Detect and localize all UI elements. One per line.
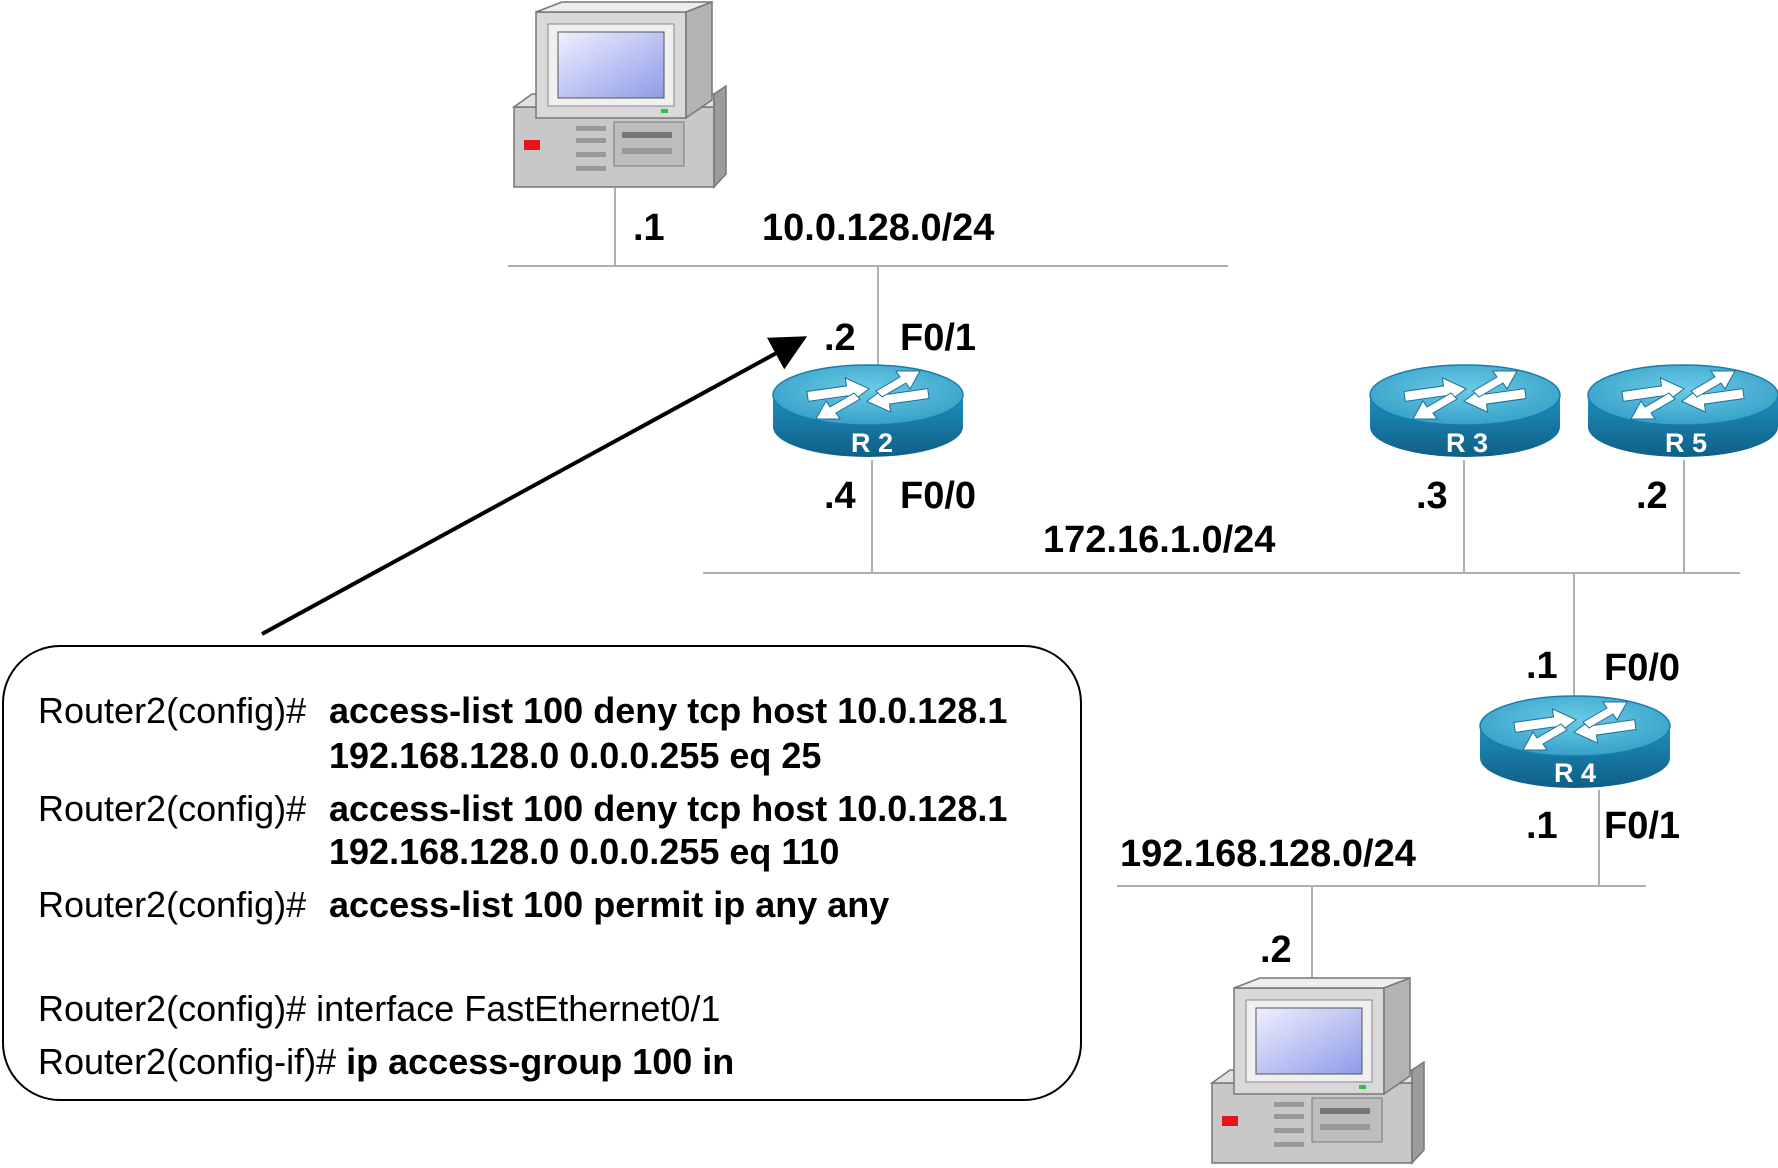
config-line-2: Router2(config)# access-list 100 deny tcp… [38, 791, 1007, 827]
config-command: access-list 100 deny tcp host 10.0.128.1 [329, 788, 1008, 829]
middle-network-label: 172.16.1.0/24 [1043, 519, 1275, 561]
router-r4-name: R 4 [1554, 758, 1596, 788]
config-line-5: Router2(config-if)# ip access-group 100 … [38, 1044, 734, 1080]
config-prompt: Router2(config)# [38, 988, 307, 1029]
r4-lower-address: .1 [1526, 805, 1558, 847]
r2-upper-address: .2 [824, 317, 856, 359]
config-continuation-2: 192.168.128.0 0.0.0.255 eq 110 [329, 831, 840, 872]
r4-lower-interface: F0/1 [1604, 805, 1680, 847]
top-network-label: 10.0.128.0/24 [762, 207, 994, 249]
router-r3-name: R 3 [1446, 428, 1488, 458]
config-command: interface FastEthernet0/1 [316, 988, 721, 1029]
callout-arrow [261, 336, 808, 636]
r3-address: .3 [1416, 475, 1448, 517]
config-command: access-list 100 deny tcp host 10.0.128.1 [329, 690, 1008, 731]
config-prompt: Router2(config)# [38, 884, 307, 925]
bottom-pc-icon [1211, 977, 1425, 1164]
config-line-1: Router2(config)# access-list 100 deny tcp… [38, 693, 1007, 729]
r2-lower-address: .4 [824, 475, 856, 517]
r4-upper-address: .1 [1526, 645, 1558, 687]
r4-upper-interface: F0/0 [1604, 647, 1680, 689]
router-r5-name: R 5 [1665, 428, 1707, 458]
config-prompt: Router2(config)# [38, 690, 307, 731]
r2-lower-interface: F0/0 [900, 475, 976, 517]
top-pc-address: .1 [633, 207, 665, 249]
config-command: access-list 100 permit ip any any [329, 884, 890, 925]
bottom-pc-address: .2 [1260, 929, 1292, 971]
config-command: ip access-group 100 in [346, 1041, 735, 1082]
r5-address: .2 [1636, 475, 1668, 517]
config-line-4: Router2(config)# interface FastEthernet0… [38, 991, 720, 1027]
config-prompt: Router2(config-if)# [38, 1041, 337, 1082]
config-callout-box: Router2(config)# access-list 100 deny tcp… [2, 645, 1082, 1101]
top-pc-icon [513, 1, 727, 188]
config-continuation-1: 192.168.128.0 0.0.0.255 eq 25 [329, 735, 822, 776]
bottom-network-label: 192.168.128.0/24 [1120, 833, 1416, 875]
config-line-3: Router2(config)# access-list 100 permit i… [38, 887, 889, 923]
router-r2-name: R 2 [851, 428, 893, 458]
r2-upper-interface: F0/1 [900, 317, 976, 359]
config-prompt: Router2(config)# [38, 788, 307, 829]
